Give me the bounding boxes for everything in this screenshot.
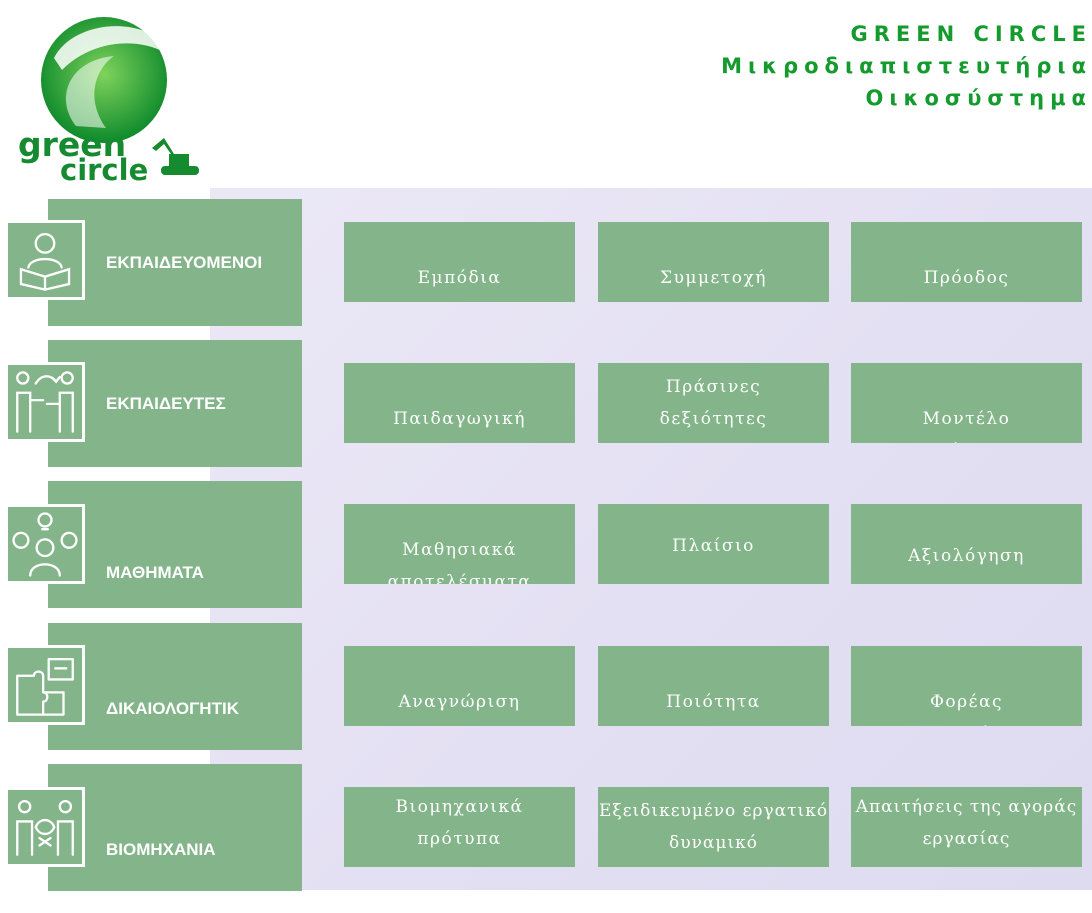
cell-courses-learning-outcomes[interactable]: Μαθησιακά αποτελέσματα bbox=[344, 504, 575, 584]
row-label: ΒΙΟΜΗΧΑΝΙΑ bbox=[106, 839, 216, 859]
learner-reading-icon bbox=[5, 220, 85, 300]
row-header-learners[interactable]: ΕΚΠΑΙΔΕΥΟΜΕΝΟΙ bbox=[48, 199, 302, 326]
cell-credentials-quality[interactable]: Ποιότητα bbox=[598, 646, 829, 726]
cell-courses-framework[interactable]: Πλαίσιο bbox=[598, 504, 829, 584]
row-label: ΕΚΠΑΙΔΕΥΟΜΕΝΟΙ bbox=[106, 252, 263, 272]
ideas-gears-icon bbox=[5, 504, 85, 584]
cell-trainers-green-skills[interactable]: Πράσινες δεξιότητες bbox=[598, 363, 829, 443]
cell-trainers-pedagogy[interactable]: Παιδαγωγική bbox=[344, 363, 575, 443]
row-label: ΕΚΠΑΙΔΕΥΤΕΣ bbox=[106, 393, 226, 413]
industry-team-icon bbox=[5, 787, 85, 867]
cell-credentials-certification-body[interactable]: Φορέας Πιστοποίησης bbox=[851, 646, 1082, 726]
cell-learners-participation[interactable]: Συμμετοχή bbox=[598, 222, 829, 302]
row-header-industry[interactable]: ΒΙΟΜΗΧΑΝΙΑ bbox=[48, 764, 302, 891]
page-header: GREEN CIRCLE Μικροδιαπιστευτήρια Οικοσύσ… bbox=[452, 18, 1092, 114]
header-title: GREEN CIRCLE bbox=[850, 22, 1092, 46]
excavator-icon bbox=[152, 138, 199, 175]
row-header-credentials[interactable]: ΔΙΚΑΙΟΛΟΓΗΤΙΚ bbox=[48, 623, 302, 750]
logo-word-green: green bbox=[18, 125, 126, 164]
row-label: ΜΑΘΗΜΑΤΑ bbox=[106, 562, 204, 582]
row-label: ΔΙΚΑΙΟΛΟΓΗΤΙΚ bbox=[106, 698, 239, 718]
cell-industry-standards[interactable]: Βιομηχανικά πρότυπα bbox=[344, 787, 575, 867]
header-subtitle-2: Οικοσύστημα bbox=[865, 86, 1092, 110]
cell-learners-progress[interactable]: Πρόοδος bbox=[851, 222, 1082, 302]
green-circle-logo: green circle bbox=[18, 17, 199, 183]
logo-word-circle: circle bbox=[60, 153, 148, 183]
cell-trainers-delivery-model[interactable]: Μοντέλο παράδοσης bbox=[851, 363, 1082, 443]
row-header-trainers[interactable]: ΕΚΠΑΙΔΕΥΤΕΣ bbox=[48, 340, 302, 467]
cell-credentials-recognition[interactable]: Αναγνώριση bbox=[344, 646, 575, 726]
cell-courses-assessment[interactable]: Αξιολόγηση bbox=[851, 504, 1082, 584]
cell-learners-barriers[interactable]: Εμπόδια bbox=[344, 222, 575, 302]
row-header-courses[interactable]: ΜΑΘΗΜΑΤΑ bbox=[48, 481, 302, 608]
cell-industry-skilled-workforce[interactable]: Εξειδικευμένο εργατικό δυναμικό bbox=[598, 787, 829, 867]
puzzle-pieces-icon bbox=[5, 645, 85, 725]
cell-industry-labour-market-needs[interactable]: Απαιτήσεις της αγοράς εργασίας bbox=[851, 787, 1082, 867]
header-subtitle: Μικροδιαπιστευτήρια bbox=[721, 54, 1092, 78]
trainers-exchange-icon bbox=[5, 362, 85, 442]
